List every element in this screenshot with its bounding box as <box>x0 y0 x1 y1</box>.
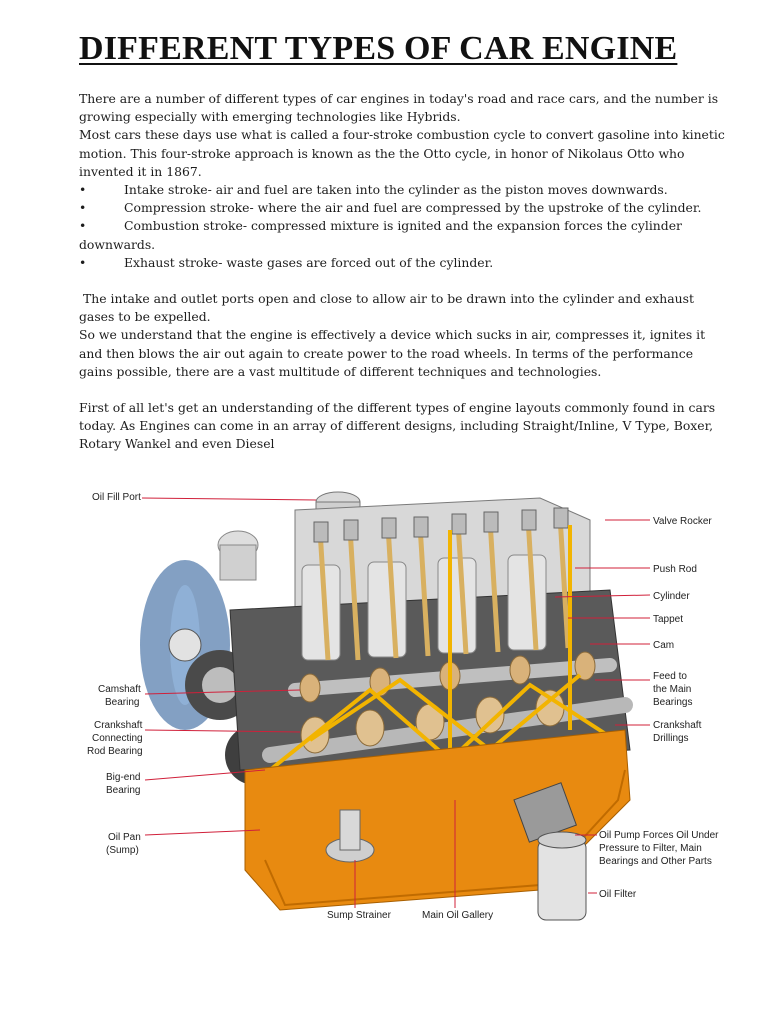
label-line: the Main <box>653 684 691 695</box>
label-line: Rod Bearing <box>87 746 143 757</box>
label-line: Connecting <box>92 733 143 744</box>
label-line: Camshaft <box>98 684 141 695</box>
label-line: Feed to <box>653 671 687 682</box>
label-line: Bearings and Other Parts <box>599 856 712 867</box>
paragraph-engine-summary: So we understand that the engine is effe… <box>79 327 706 379</box>
label-line: Oil Pump Forces Oil Under <box>599 830 719 841</box>
label-oil-pan: Oil Pan (Sump) <box>106 832 144 856</box>
label-camshaft-bearing: Camshaft Bearing <box>98 684 144 708</box>
label-line: Oil Pan <box>108 832 141 843</box>
label-cylinder: Cylinder <box>653 591 690 602</box>
label-line: Crankshaft <box>653 720 702 731</box>
bullet-text: Combustion stroke- compressed mixture is… <box>79 218 682 252</box>
label-cam: Cam <box>653 640 674 651</box>
engine-diagram: Oil Fill Port Camshaft Bearing Crankshaf… <box>70 470 720 940</box>
label-line: Bearing <box>105 697 139 708</box>
label-feed-to-main: Feed to the Main Bearings <box>653 671 694 708</box>
bullet-mark: • <box>79 254 87 270</box>
label-line: (Sump) <box>106 845 139 856</box>
bullet-mark: • <box>79 200 87 216</box>
label-sump-strainer: Sump Strainer <box>327 910 392 921</box>
paragraph-intro: There are a number of different types of… <box>79 91 719 125</box>
list-item: • Intake stroke- air and fuel are taken … <box>79 181 729 199</box>
list-item: •Combustion stroke- compressed mixture i… <box>79 217 729 253</box>
label-crankshaft-connecting: Crankshaft Connecting Rod Bearing <box>87 720 145 757</box>
label-line: Pressure to Filter, Main <box>599 843 702 854</box>
page-title: DIFFERENT TYPES OF CAR ENGINE <box>79 30 678 67</box>
label-valve-rocker: Valve Rocker <box>653 516 712 527</box>
engine-illustration: Oil Fill Port Camshaft Bearing Crankshaf… <box>87 491 720 921</box>
label-big-end-bearing: Big-end Bearing <box>106 772 143 796</box>
bullet-mark: • <box>79 218 87 234</box>
label-oil-fill-port: Oil Fill Port <box>92 492 141 503</box>
paragraph-four-stroke: Most cars these days use what is called … <box>79 127 725 179</box>
label-push-rod: Push Rod <box>653 564 697 575</box>
label-tappet: Tappet <box>653 614 683 625</box>
label-line: Drillings <box>653 733 689 744</box>
bullet-text: Exhaust stroke- waste gases are forced o… <box>124 254 494 270</box>
list-item: • Exhaust stroke- waste gases are forced… <box>79 254 729 272</box>
label-line: Crankshaft <box>94 720 143 731</box>
paragraph-ports: The intake and outlet ports open and clo… <box>79 291 694 325</box>
paragraph-layouts: First of all let's get an understanding … <box>79 400 716 452</box>
bullet-mark: • <box>79 182 87 198</box>
label-crankshaft-drillings: Crankshaft Drillings <box>653 720 704 744</box>
bullet-text: Compression stroke- where the air and fu… <box>124 200 702 216</box>
label-line: Big-end <box>106 772 140 783</box>
label-line: Bearing <box>106 785 140 796</box>
bullet-text: Intake stroke- air and fuel are taken in… <box>124 182 668 198</box>
label-oil-pump: Oil Pump Forces Oil Under Pressure to Fi… <box>599 830 720 867</box>
article-body: There are a number of different types of… <box>79 90 729 454</box>
label-line: Bearings <box>653 697 692 708</box>
list-item: • Compression stroke- where the air and … <box>79 199 729 217</box>
label-oil-filter: Oil Filter <box>599 889 637 900</box>
label-main-oil-gallery: Main Oil Gallery <box>422 910 493 921</box>
